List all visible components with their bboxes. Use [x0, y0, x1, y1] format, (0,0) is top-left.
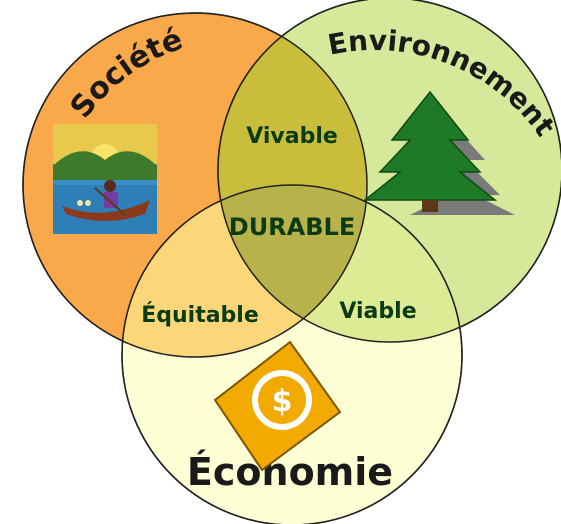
economie-label: Économie — [187, 450, 393, 494]
viable-region — [218, 185, 462, 342]
durable-label: DURABLE — [229, 213, 355, 241]
viable-label: Viable — [339, 299, 416, 324]
dollar-bill-icon: $ — [213, 340, 342, 472]
svg-text:$: $ — [272, 384, 293, 419]
vivable-label: Vivable — [246, 124, 338, 149]
equitable-label: Équitable — [141, 302, 259, 328]
pine-tree-icon — [362, 90, 515, 215]
canoe-painting-icon — [53, 124, 157, 234]
